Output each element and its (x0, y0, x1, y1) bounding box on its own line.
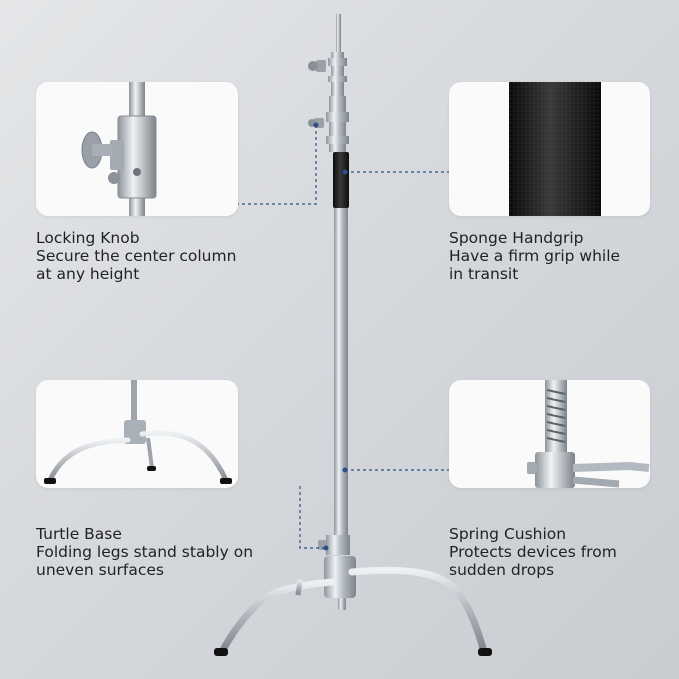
sponge-handgrip-icon (509, 82, 601, 216)
feature-title: Locking Knob (36, 229, 140, 247)
feature-caption-locking-knob: Locking Knob Secure the center column at… (36, 229, 236, 283)
spring-cushion-icon (527, 380, 650, 488)
feature-description-line: Protects devices from (449, 543, 617, 561)
feature-caption-spring-cushion: Spring Cushion Protects devices from sud… (449, 525, 617, 579)
locking-knob-card (36, 82, 238, 216)
feature-description-line: sudden drops (449, 561, 555, 579)
feature-title: Sponge Handgrip (449, 229, 584, 247)
feature-description-line: Secure the center column (36, 247, 237, 265)
feature-description-line: at any height (36, 265, 140, 283)
feature-description-line: in transit (449, 265, 519, 283)
feature-title: Turtle Base (36, 525, 122, 543)
turtle-base-card (36, 380, 238, 488)
turtle-base-icon (44, 380, 232, 484)
feature-title: Spring Cushion (449, 525, 567, 543)
sponge-handgrip-card (449, 82, 650, 216)
feature-description-line: uneven surfaces (36, 561, 165, 579)
spring-cushion-card (449, 380, 650, 488)
feature-description-line: Have a firm grip while (449, 247, 621, 265)
feature-caption-turtle-base: Turtle Base Folding legs stand stably on… (36, 525, 253, 579)
feature-caption-sponge-handgrip: Sponge Handgrip Have a firm grip while i… (449, 229, 620, 283)
feature-description-line: Folding legs stand stably on (36, 543, 254, 561)
locking-knob-icon (81, 82, 157, 216)
